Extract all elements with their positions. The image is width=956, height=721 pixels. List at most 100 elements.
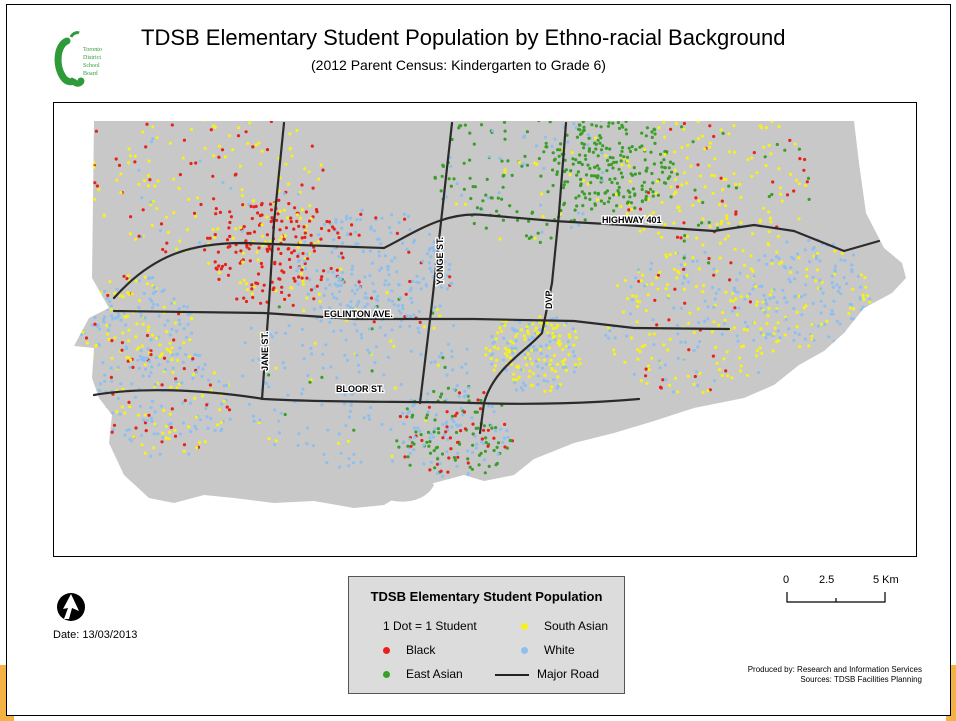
student-dot-white (95, 324, 99, 328)
student-dot-white (466, 449, 470, 453)
student-dot-south-asian (286, 216, 290, 220)
student-dot-black (447, 456, 451, 460)
student-dot-south-asian (752, 321, 757, 325)
student-dot-black (696, 163, 700, 167)
student-dot-white (297, 259, 301, 263)
student-dot-south-asian (171, 370, 175, 374)
student-dot-east-asian (569, 169, 573, 173)
student-dot-black (276, 212, 280, 216)
student-dot-black (190, 103, 193, 105)
student-dot-east-asian (469, 196, 473, 201)
student-dot-east-asian (638, 145, 642, 149)
student-dot-white (383, 313, 387, 317)
student-dot-south-asian (252, 285, 256, 289)
student-dot-south-asian (422, 325, 427, 329)
student-dot-south-asian (245, 288, 250, 292)
student-dot-south-asian (203, 440, 207, 444)
student-dot-south-asian (558, 342, 563, 346)
student-dot-black (220, 264, 225, 268)
student-dot-white (99, 300, 103, 304)
student-dot-east-asian (584, 173, 589, 177)
student-dot-east-asian (590, 207, 594, 211)
student-dot-south-asian (675, 122, 679, 126)
student-dot-white (140, 196, 144, 200)
student-dot-south-asian (586, 182, 590, 186)
student-dot-south-asian (526, 329, 530, 333)
student-dot-east-asian (615, 204, 619, 208)
student-dot-white (629, 285, 633, 289)
student-dot-white (422, 277, 426, 281)
student-dot-white (811, 301, 815, 305)
student-dot-white (839, 258, 843, 262)
student-dot-white (501, 440, 505, 444)
student-dot-white (510, 346, 514, 350)
student-dot-east-asian (466, 457, 470, 461)
student-dot-south-asian (573, 363, 578, 367)
student-dot-white (343, 393, 347, 397)
student-dot-white (319, 305, 323, 309)
student-dot-white (118, 412, 122, 416)
student-dot-white (683, 340, 687, 344)
student-dot-south-asian (833, 272, 837, 276)
student-dot-white (698, 339, 702, 344)
student-dot-white (369, 227, 373, 231)
student-dot-black (627, 208, 631, 212)
student-dot-south-asian (852, 307, 856, 311)
student-dot-south-asian (685, 234, 690, 239)
student-dot-white (347, 415, 351, 419)
student-dot-black (162, 356, 167, 360)
student-dot-white (74, 316, 78, 320)
student-dot-south-asian (305, 296, 309, 300)
student-dot-white (346, 304, 350, 308)
student-dot-south-asian (536, 331, 540, 335)
scale-label-0: 0 (783, 574, 790, 586)
student-dot-east-asian (662, 158, 666, 162)
student-dot-east-asian (622, 195, 626, 199)
student-dot-white (326, 428, 330, 432)
student-dot-white (339, 329, 343, 333)
student-dot-white (431, 246, 435, 250)
student-dot-south-asian (864, 285, 868, 289)
student-dot-south-asian (683, 262, 687, 266)
student-dot-white (177, 318, 181, 322)
student-dot-east-asian (595, 176, 600, 180)
student-dot-black (637, 279, 641, 283)
student-dot-south-asian (213, 235, 217, 240)
student-dot-south-asian (647, 368, 651, 372)
student-dot-east-asian (806, 176, 811, 180)
student-dot-east-asian (615, 181, 620, 185)
student-dot-white (433, 305, 437, 309)
student-dot-white (434, 413, 438, 417)
student-dot-black (788, 138, 792, 142)
student-dot-south-asian (713, 157, 717, 161)
student-dot-white (200, 374, 204, 378)
student-dot-south-asian (257, 421, 261, 425)
student-dot-white (99, 402, 103, 406)
student-dot-white (438, 304, 442, 308)
student-dot-black (141, 208, 145, 212)
student-dot-white (108, 299, 112, 304)
student-dot-east-asian (573, 208, 577, 212)
page-subtitle: (2012 Parent Census: Kindergarten to Gra… (311, 57, 606, 73)
student-dot-white (752, 338, 756, 342)
student-dot-white (843, 258, 847, 263)
student-dot-east-asian (660, 170, 665, 174)
student-dot-south-asian (260, 149, 264, 153)
student-dot-black (435, 462, 440, 466)
student-dot-white (380, 422, 384, 427)
dvp-label: DVP (544, 290, 554, 309)
student-dot-east-asian (308, 380, 312, 384)
student-dot-black (466, 461, 470, 465)
student-dot-black (143, 421, 147, 425)
student-dot-east-asian (582, 142, 586, 146)
student-dot-south-asian (780, 260, 784, 264)
student-dot-south-asian (733, 247, 737, 251)
student-dot-south-asian (303, 167, 307, 171)
student-dot-east-asian (559, 142, 563, 146)
student-dot-black (278, 228, 282, 232)
student-dot-black (244, 299, 249, 304)
student-dot-black (445, 410, 449, 414)
student-dot-white (358, 218, 363, 222)
student-dot-east-asian (575, 173, 579, 177)
student-dot-east-asian (583, 196, 588, 200)
